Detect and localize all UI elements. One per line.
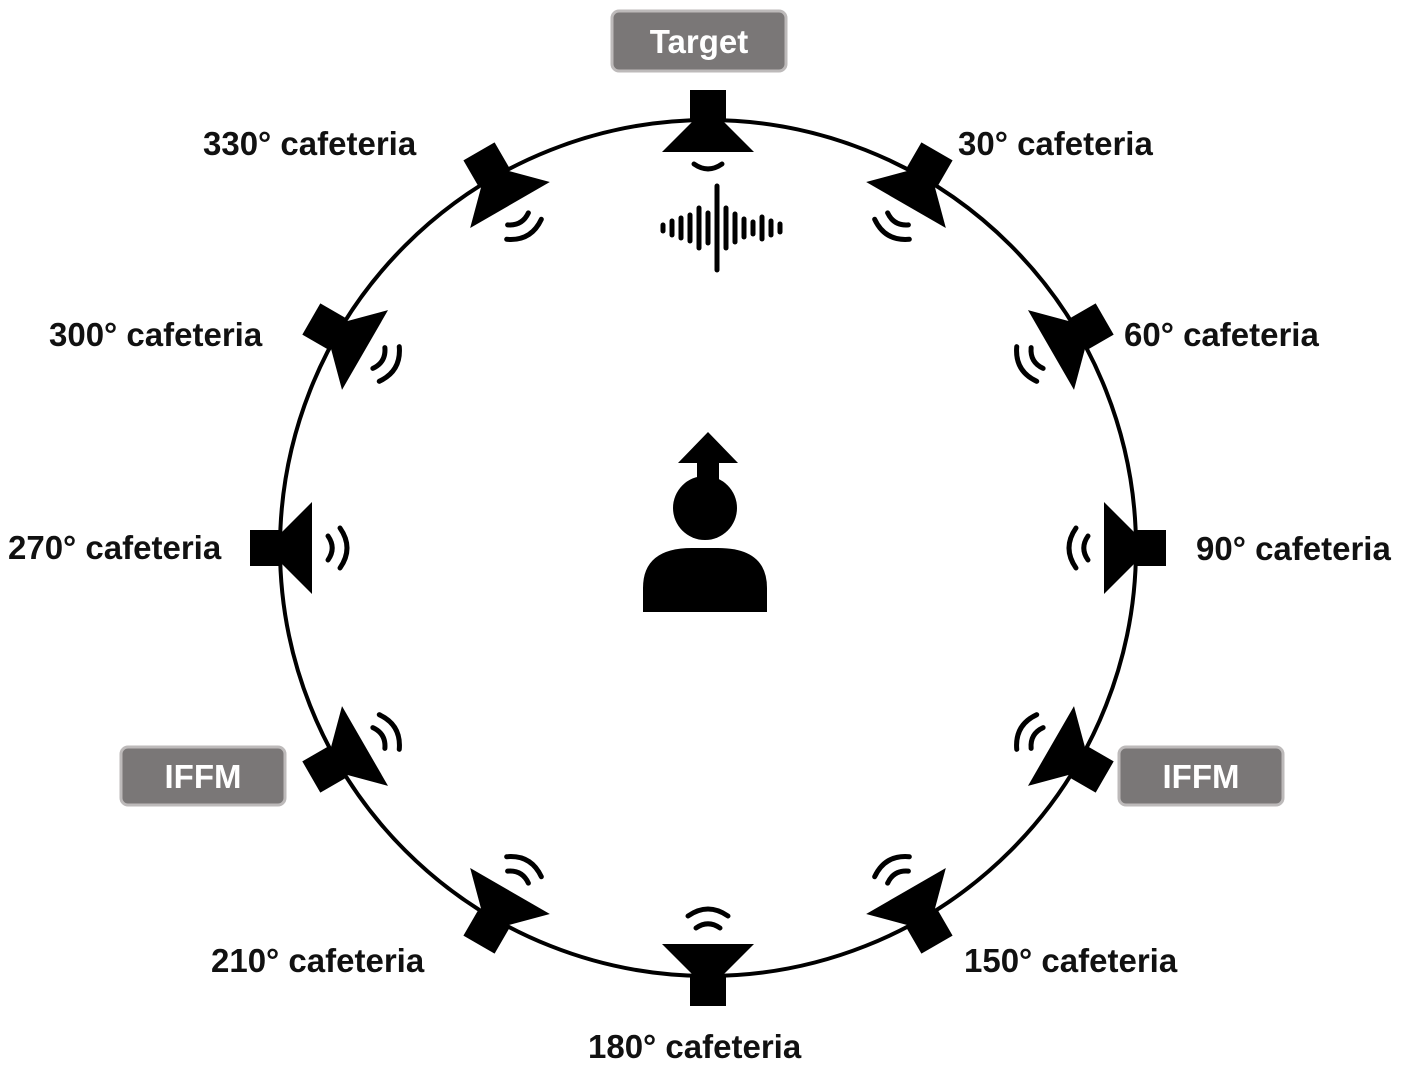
speakers-group bbox=[250, 90, 1166, 1006]
sound-wave-arc bbox=[504, 216, 544, 242]
label-180: 180° cafeteria bbox=[588, 1028, 802, 1065]
speaker-magnet-icon bbox=[250, 530, 282, 566]
sound-waves-icon bbox=[370, 712, 402, 752]
speaker-210 bbox=[463, 854, 550, 954]
speaker-cone-icon bbox=[662, 944, 754, 976]
listener-body bbox=[643, 548, 767, 612]
sound-wave-arc bbox=[693, 921, 723, 931]
speaker-cone-icon bbox=[866, 170, 946, 229]
sound-wave-arc bbox=[337, 525, 350, 571]
sound-wave-arc bbox=[376, 712, 402, 752]
sound-waves-icon bbox=[685, 906, 731, 931]
speaker-0 bbox=[662, 90, 754, 172]
speaker-cone-icon bbox=[280, 502, 312, 594]
sound-wave-arc bbox=[885, 868, 911, 886]
speaker-300 bbox=[302, 303, 402, 390]
label-330: 330° cafeteria bbox=[203, 125, 417, 162]
speaker-cone-icon bbox=[330, 310, 389, 390]
label-300: 300° cafeteria bbox=[49, 316, 263, 353]
label-30: 30° cafeteria bbox=[958, 125, 1153, 162]
sound-wave-arc bbox=[1014, 712, 1040, 752]
iffm-tag-right: IFFM bbox=[1117, 745, 1285, 807]
sound-wave-arc bbox=[1066, 525, 1079, 571]
sound-wave-arc bbox=[1028, 725, 1046, 751]
target-tag: Target bbox=[610, 9, 788, 73]
listener-head bbox=[673, 476, 737, 540]
speaker-cone-icon bbox=[330, 706, 389, 786]
sound-wave-arc bbox=[376, 344, 402, 384]
sound-waves-icon bbox=[1066, 525, 1091, 571]
speaker-cone-icon bbox=[470, 867, 550, 926]
speaker-60 bbox=[1014, 303, 1114, 390]
sound-waves-icon bbox=[872, 854, 912, 886]
speaker-magnet-icon bbox=[690, 90, 726, 122]
listener-icon bbox=[643, 432, 767, 612]
speaker-cone-icon bbox=[1027, 706, 1086, 786]
speaker-magnet-icon bbox=[690, 974, 726, 1006]
label-90: 90° cafeteria bbox=[1196, 530, 1391, 567]
speaker-30 bbox=[866, 142, 953, 242]
sound-wave-arc bbox=[691, 161, 725, 172]
sound-wave-arc bbox=[872, 854, 912, 880]
speaker-cone-icon bbox=[1104, 502, 1136, 594]
label-270: 270° cafeteria bbox=[8, 529, 222, 566]
sound-waves-icon bbox=[872, 210, 912, 242]
speaker-cone-icon bbox=[866, 867, 946, 926]
sound-wave-arc bbox=[504, 854, 544, 880]
sound-waves-icon bbox=[691, 161, 725, 172]
label-150: 150° cafeteria bbox=[964, 942, 1178, 979]
sound-waves-icon bbox=[1014, 344, 1046, 384]
speaker-150 bbox=[866, 854, 953, 954]
sound-waves-icon bbox=[325, 525, 350, 571]
speaker-magnet-icon bbox=[1134, 530, 1166, 566]
label-60: 60° cafeteria bbox=[1124, 316, 1319, 353]
speaker-90 bbox=[1066, 502, 1166, 594]
sound-wave-arc bbox=[872, 216, 912, 242]
iffm-tag-left: IFFM bbox=[119, 745, 287, 807]
label-210: 210° cafeteria bbox=[211, 942, 425, 979]
speaker-270 bbox=[250, 502, 350, 594]
sound-wave-arc bbox=[505, 868, 531, 886]
speaker-180 bbox=[662, 906, 754, 1006]
sound-wave-arc bbox=[505, 210, 531, 228]
sound-wave-arc bbox=[885, 210, 911, 228]
speaker-120 bbox=[1014, 706, 1114, 793]
sound-waves-icon bbox=[504, 210, 544, 242]
speaker-cone-icon bbox=[662, 120, 754, 152]
sound-wave-arc bbox=[325, 533, 335, 563]
speaker-240 bbox=[302, 706, 402, 793]
speaker-cone-icon bbox=[1027, 310, 1086, 390]
sound-wave-arc bbox=[1081, 533, 1091, 563]
sound-waves-icon bbox=[504, 854, 544, 886]
sound-wave-arc bbox=[1028, 345, 1046, 371]
iffm-tag-right-text: IFFM bbox=[1163, 758, 1240, 795]
sound-wave-arc bbox=[370, 345, 388, 371]
iffm-tag-left-text: IFFM bbox=[165, 758, 242, 795]
target-tag-text: Target bbox=[650, 23, 748, 60]
speaker-330 bbox=[463, 142, 550, 242]
facing-arrow-icon bbox=[678, 432, 738, 480]
speech-waveform-icon bbox=[660, 183, 783, 273]
sound-wave-arc bbox=[370, 725, 388, 751]
sound-waves-icon bbox=[370, 344, 402, 384]
speaker-cone-icon bbox=[470, 170, 550, 229]
sound-wave-arc bbox=[685, 906, 731, 919]
sound-wave-arc bbox=[1014, 344, 1040, 384]
sound-waves-icon bbox=[1014, 712, 1046, 752]
